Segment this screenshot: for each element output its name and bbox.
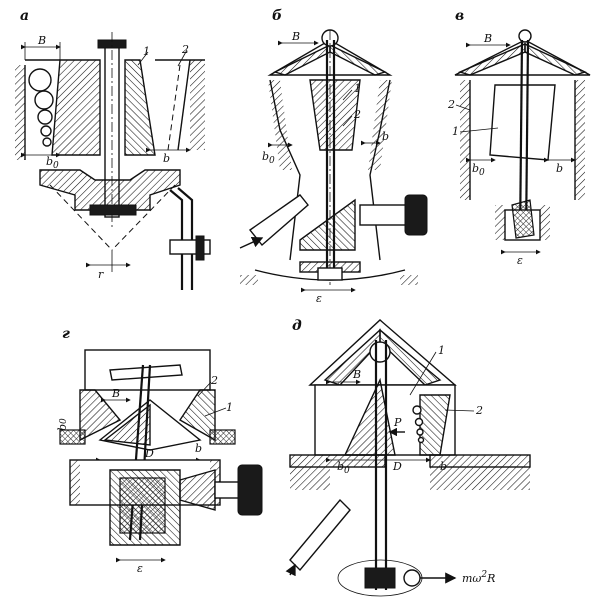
- panel-d-discharge-chute: [289, 498, 351, 572]
- panel-g-dim-D: D: [144, 447, 154, 460]
- panel-b-dim-B: B: [291, 30, 300, 43]
- panel-a-part-1: 1: [143, 45, 150, 58]
- panel-a: а B 1 2: [15, 8, 211, 290]
- panel-g-part-2: 2: [210, 374, 218, 387]
- panel-v-part-2: 2: [447, 98, 455, 111]
- panel-a-dim-r: r: [98, 268, 104, 281]
- panel-b-letter: б: [272, 8, 282, 24]
- panel-b-dim-b: b: [382, 130, 389, 143]
- panel-d-dim-b: b: [440, 460, 447, 473]
- panel-a-dim-b: b: [163, 152, 170, 165]
- panel-a-moving-cone: [124, 59, 156, 156]
- panel-b: б B 1 2 b0 b: [239, 8, 428, 305]
- panel-b-part-2: 2: [353, 108, 361, 121]
- panel-d-dim-b0: b0: [337, 460, 350, 476]
- panel-g-letter: г: [62, 326, 70, 342]
- panel-g-feed-plate: [109, 364, 183, 381]
- panel-v-dim-b0: b0: [472, 162, 485, 178]
- panel-a-dim-b0: b0: [46, 155, 59, 171]
- panel-v-dim-B: B: [483, 32, 492, 45]
- panel-v-dim-b: b: [556, 162, 563, 175]
- panel-a-letter: а: [20, 8, 29, 24]
- panel-d-dim-B: B: [352, 368, 361, 381]
- panel-g: г B b0 2 1 D b: [56, 326, 263, 575]
- panel-v-dim-e: ε: [517, 254, 523, 267]
- panel-v: в B 2 1 b0 b ε: [447, 8, 591, 267]
- panel-d-part-2: 2: [475, 404, 483, 417]
- panel-a-dim-B: B: [37, 34, 46, 47]
- panel-a-feed-particles: [28, 68, 54, 147]
- panel-a-lower-housing: [39, 169, 181, 211]
- panel-g-dim-b: b: [195, 442, 202, 455]
- panel-d: д B 1 2 P b0: [285, 318, 531, 597]
- panel-g-part-1: 1: [226, 401, 233, 414]
- panel-b-part-1: 1: [354, 82, 361, 95]
- panel-d-force-P: P: [393, 416, 402, 429]
- panel-b-dim-e: ε: [316, 292, 322, 305]
- panel-g-dim-e: ε: [137, 562, 143, 575]
- panel-d-centrifugal-force: mω2R: [462, 570, 495, 585]
- panel-v-part-1: 1: [452, 125, 459, 138]
- panel-d-dim-D: D: [392, 460, 402, 473]
- panel-a-left-wall: [15, 65, 25, 160]
- panel-b-dim-b0: b0: [262, 150, 275, 166]
- panel-g-dim-B: B: [111, 387, 120, 400]
- panel-a-part-2: 2: [181, 43, 189, 56]
- panel-d-letter: д: [292, 318, 302, 334]
- panel-g-dim-b0: b0: [56, 418, 69, 431]
- panel-b-discharge-chute: [248, 194, 309, 247]
- panel-a-fixed-cone-left: [51, 59, 101, 156]
- panel-d-part-1: 1: [438, 344, 445, 357]
- panel-v-letter: в: [455, 8, 464, 24]
